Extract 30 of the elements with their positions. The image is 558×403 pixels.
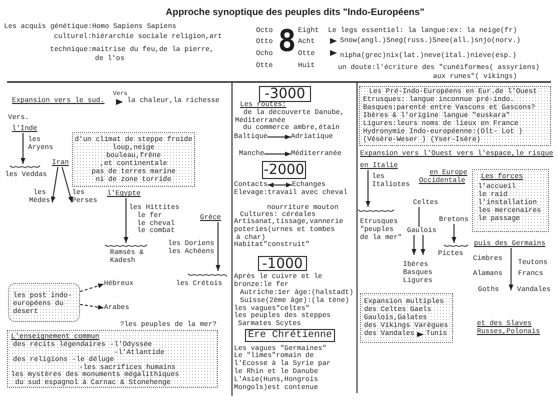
date-label: -1000 [262, 256, 303, 270]
diagram-title: Approche synoptique des peuples dits "Indo-Européens" [166, 7, 424, 18]
arrow [62, 166, 73, 204]
era-box [245, 329, 335, 342]
date-label: -2000 [264, 163, 304, 177]
era-label: Ere Chrétienne [248, 330, 332, 340]
dashed-arrow [80, 304, 104, 310]
date-label: -3000 [264, 87, 306, 101]
note-box [7, 330, 218, 388]
numeral: 8 [278, 29, 296, 55]
double-arrow [267, 182, 292, 188]
note-box [472, 169, 549, 232]
arrow [50, 166, 58, 204]
note-box [359, 86, 551, 146]
arrow [20, 132, 26, 164]
date-box [258, 256, 307, 271]
arrow [508, 248, 514, 291]
arrow [452, 224, 456, 244]
arrow [412, 234, 416, 256]
arrow [366, 170, 370, 208]
arrow [420, 234, 426, 256]
dashed-arrow [80, 284, 104, 292]
note-box [360, 293, 453, 343]
note-box [8, 283, 80, 322]
arrow [216, 222, 220, 272]
note-box [72, 132, 195, 187]
connector-line [418, 206, 420, 228]
date-box [259, 86, 311, 102]
arrow [264, 152, 292, 156]
arrow [267, 134, 292, 140]
